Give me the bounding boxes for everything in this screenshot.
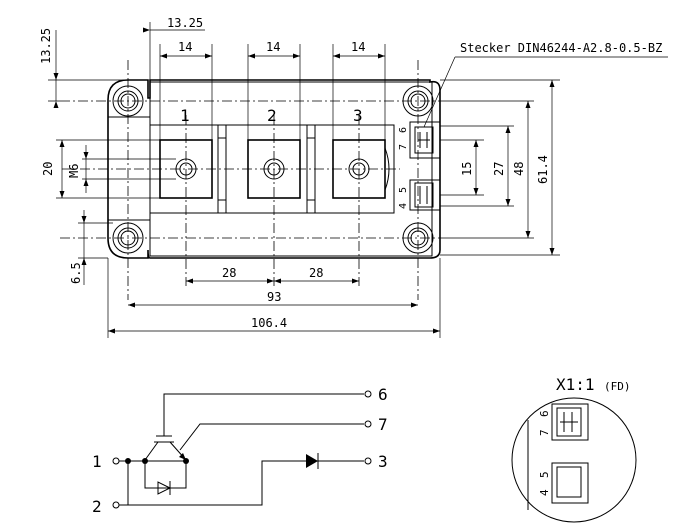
- dim-top-offset: [143, 22, 205, 80]
- dim-aux-48-label: 48: [512, 162, 526, 176]
- dim-bottom-offset: [78, 210, 113, 285]
- dim-height-20-label: 20: [41, 162, 55, 176]
- schematic-label-3: 3: [378, 452, 388, 471]
- dim-left-offset-label: 13.25: [39, 28, 53, 64]
- dim-aux-48: [440, 100, 534, 239]
- pin-label-5: 5: [398, 187, 409, 193]
- detail-pin-5: 5: [538, 471, 551, 478]
- dim-aux-15: [440, 139, 484, 196]
- pin-label-7: 7: [398, 144, 409, 150]
- dim-aux-27-label: 27: [492, 162, 506, 176]
- detail-title: X1:1: [556, 375, 595, 394]
- package-outline: [107, 79, 441, 259]
- dim-width-2: [247, 44, 301, 140]
- dim-holes: [128, 302, 418, 308]
- detail-pin-7: 7: [538, 429, 551, 436]
- pin-label-4: 4: [398, 203, 409, 209]
- connector-label: Stecker DIN46244-A2.8-0.5-BZ: [460, 41, 662, 55]
- dim-aux-15-label: 15: [460, 162, 474, 176]
- detail-pin-4: 4: [538, 489, 551, 496]
- dim-left-offset: [48, 30, 128, 108]
- dim-pitch-b: [274, 278, 359, 284]
- dim-pitch-a: [186, 278, 274, 284]
- schematic-label-7: 7: [378, 415, 388, 434]
- terminal-label-3: 3: [353, 106, 363, 125]
- dim-pitch-a-label: 28: [222, 266, 236, 280]
- schematic-label-6: 6: [378, 385, 388, 404]
- dim-width-1: [159, 44, 213, 140]
- dim-bottom-offset-label: 6.5: [69, 262, 83, 284]
- dim-height-20: [56, 139, 160, 199]
- dim-thread-label: M6: [67, 164, 81, 178]
- dim-holes-label: 93: [267, 290, 281, 304]
- dim-top-offset-label: 13.25: [167, 16, 203, 30]
- terminal-label-2: 2: [267, 106, 277, 125]
- dim-width-3-label: 14: [351, 40, 365, 54]
- dim-overall-width-label: 106.4: [251, 316, 287, 330]
- dim-aux-27: [440, 125, 514, 207]
- dim-pitch-b-label: 28: [309, 266, 323, 280]
- detail-view: [511, 397, 637, 523]
- dim-overall-height: [440, 79, 560, 256]
- detail-pin-6: 6: [538, 410, 551, 417]
- dim-width-2-label: 14: [266, 40, 280, 54]
- aux-connector-4-5: [409, 179, 441, 211]
- dim-thread: [82, 145, 176, 193]
- dim-overall-height-label: 61.4: [536, 155, 550, 184]
- pin-label-6: 6: [398, 127, 409, 133]
- dim-overall-width: [107, 258, 441, 338]
- detail-note: (FD): [604, 380, 631, 393]
- dim-width-3: [332, 44, 386, 140]
- schematic-label-1: 1: [92, 452, 102, 471]
- terminal-label-1: 1: [180, 106, 190, 125]
- schematic-label-2: 2: [92, 497, 102, 516]
- schematic: [112, 390, 372, 509]
- dim-width-1-label: 14: [178, 40, 192, 54]
